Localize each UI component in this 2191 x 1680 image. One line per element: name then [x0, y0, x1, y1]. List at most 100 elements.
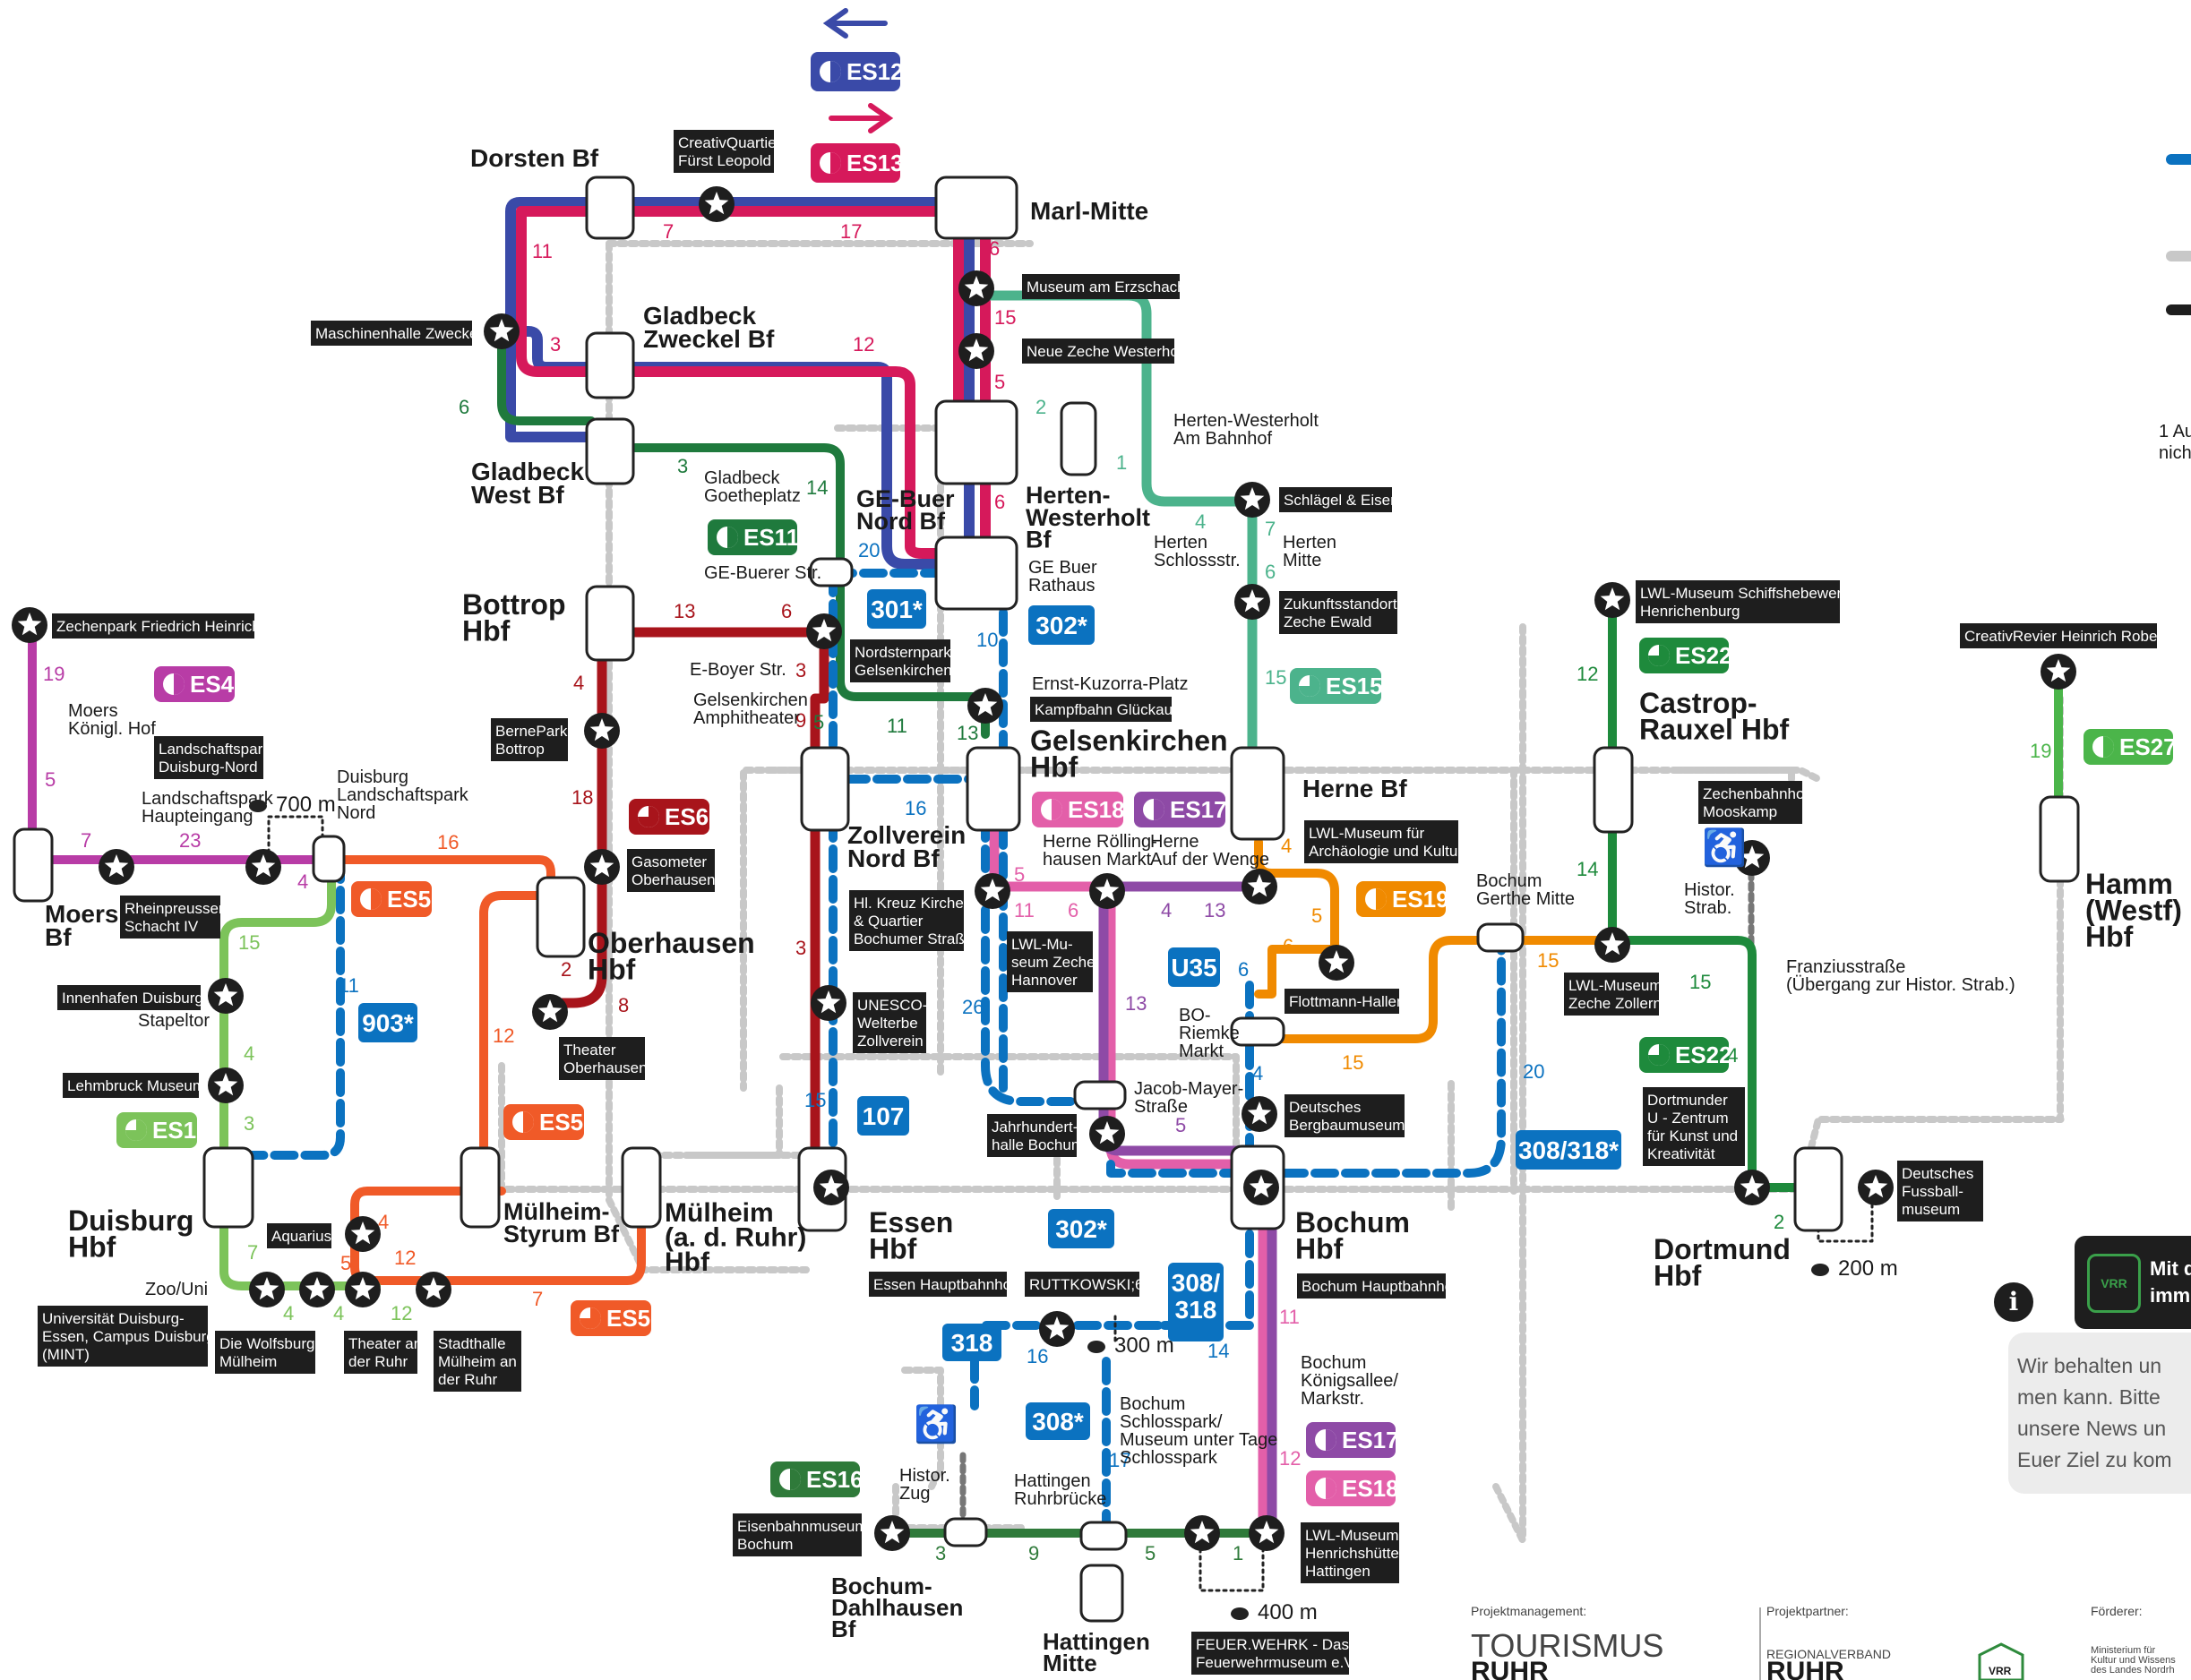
bus-badge-bg[interactable] — [1048, 1209, 1114, 1248]
star-icon — [1247, 874, 1272, 897]
poi-tag-bg — [1025, 1272, 1139, 1297]
star-icon — [251, 854, 276, 878]
poi-tag-bg — [1643, 1087, 1745, 1166]
route-es6 — [604, 627, 829, 1170]
bus-badge[interactable]: U35 — [1168, 947, 1220, 987]
route-badge-es1[interactable]: ES1 — [116, 1112, 197, 1148]
quarter-circle — [1299, 675, 1320, 697]
route-badge-es22[interactable]: ES22 — [1639, 1037, 1732, 1073]
info-icon[interactable]: i — [1994, 1282, 2033, 1322]
segment-minutes: 5 — [340, 1252, 351, 1274]
bus-badge-bg[interactable] — [857, 1096, 909, 1136]
poi-tag-bg — [63, 1073, 199, 1098]
vrr-logo-icon — [1978, 1642, 2024, 1680]
segment-minutes: 16 — [437, 831, 459, 853]
bus-badge[interactable]: 308/318* — [1516, 1130, 1621, 1170]
route-badge-es22[interactable]: ES22 — [1639, 638, 1732, 673]
route-badge-es6[interactable]: ES6 — [629, 799, 709, 835]
route-badge-es16[interactable]: ES16 — [770, 1461, 864, 1497]
half-circle — [371, 888, 382, 910]
bus-badge-bg[interactable] — [867, 589, 926, 629]
bus-badge-bg[interactable] — [1026, 1402, 1090, 1440]
stop-label: Histor.Zug — [899, 1466, 950, 1504]
bus-badge-bg[interactable] — [1168, 947, 1220, 987]
star-icon — [1863, 1175, 1888, 1198]
route-es6 — [550, 627, 607, 1008]
route-badge-es17[interactable]: ES17 — [1306, 1422, 1399, 1458]
segment-minutes: 6 — [1068, 899, 1078, 921]
badge-label: ES27 — [2119, 733, 2177, 760]
half-circle — [1154, 799, 1164, 820]
station-label-dorsten: Dorsten Bf — [470, 144, 599, 172]
segment-minutes: 13 — [1125, 992, 1147, 1015]
route-badge-es15[interactable]: ES15 — [1290, 668, 1383, 704]
bus-badge[interactable]: 107 — [857, 1096, 909, 1136]
bus-badge[interactable]: 308* — [1026, 1402, 1090, 1440]
star-icon — [1095, 879, 1120, 902]
poi-tag-bg — [57, 985, 201, 1010]
segment-minutes: 5 — [994, 371, 1005, 393]
route-badges: ES12ES13ES11ES4ES6ES5ES5ES5ES1ES15ES22ES… — [116, 52, 2177, 1506]
segment-minutes: 9 — [795, 709, 806, 732]
route-badge-es11[interactable]: ES11 — [708, 519, 799, 555]
segment-minutes: 4 — [297, 870, 308, 893]
poi-label: Zechenpark Friedrich Heinrich — [56, 618, 261, 635]
route-badge-es4[interactable]: ES4 — [154, 666, 235, 702]
badge-label: ES15 — [1326, 673, 1383, 699]
route-badge-es18[interactable]: ES18 — [1032, 792, 1125, 827]
route-badge-es18[interactable]: ES18 — [1306, 1470, 1399, 1506]
star-icon — [537, 999, 563, 1023]
route-es11 — [497, 325, 596, 425]
segment-minutes: 13 — [674, 600, 695, 622]
bus-badge[interactable]: 302* — [1028, 605, 1095, 645]
route-es19 — [1254, 945, 1339, 999]
poi-tag-bg — [869, 1272, 1007, 1297]
segment-minutes: 15 — [994, 306, 1016, 329]
segment-minutes: 5 — [813, 711, 824, 733]
route-badge-es27[interactable]: ES27 — [2084, 729, 2177, 765]
star-icon — [213, 1073, 238, 1096]
bus-badge[interactable]: 318 — [942, 1324, 1001, 1361]
bus-badge[interactable]: 302* — [1048, 1209, 1114, 1248]
poi-label: Lehmbruck Museum — [67, 1077, 205, 1094]
route-badge-es5[interactable]: ES5 — [351, 881, 432, 917]
station-box — [1079, 1564, 1124, 1623]
stop-label: GE-Buerer Str. — [704, 563, 821, 583]
poi-label: Neue Zeche Westerholt — [1027, 343, 1187, 360]
route-badge-es5[interactable]: ES5 — [571, 1300, 651, 1336]
segment-minutes: 4 — [1281, 835, 1292, 857]
bus-badge-bg[interactable] — [1516, 1130, 1621, 1170]
route-badge-es19[interactable]: ES19 — [1356, 881, 1449, 917]
bus-badge-label: 107 — [863, 1102, 905, 1130]
star-icon — [213, 983, 238, 1007]
bus-badge-bg[interactable] — [358, 1003, 417, 1042]
segment-minutes: 17 — [840, 220, 862, 243]
route-badge-es13[interactable]: ES13 — [811, 143, 904, 183]
poi-tag-bg — [1636, 580, 1840, 623]
poi-tag-bg — [1007, 931, 1093, 992]
segment-minutes: 7 — [81, 829, 91, 852]
bus-badge-bg[interactable] — [942, 1324, 1001, 1361]
badge-label: ES22 — [1675, 1041, 1732, 1068]
station-box — [1060, 401, 1097, 476]
bus-badge[interactable]: 308/318 — [1168, 1263, 1224, 1341]
route-badge-es12[interactable]: ES12 — [811, 52, 904, 91]
bus-badge-bg[interactable] — [1028, 605, 1095, 645]
star-icon — [1324, 950, 1349, 973]
segment-minutes: 2 — [1035, 396, 1046, 418]
bus-badge[interactable]: 301* — [867, 589, 926, 629]
bus-badge-bg[interactable] — [1168, 1263, 1224, 1341]
bus-badge[interactable]: 903* — [358, 1003, 417, 1042]
poi-tag-bg — [1301, 1522, 1399, 1583]
station-box — [202, 1146, 254, 1229]
route-badge-es17[interactable]: ES17 — [1134, 792, 1227, 827]
route-es5 — [479, 891, 544, 1151]
route-badge-es5[interactable]: ES5 — [503, 1104, 584, 1140]
segment-minutes: 19 — [43, 663, 64, 685]
poi-label: RUTTKOWSKI;68 — [1029, 1276, 1152, 1293]
vrr-banner — [2075, 1236, 2191, 1329]
